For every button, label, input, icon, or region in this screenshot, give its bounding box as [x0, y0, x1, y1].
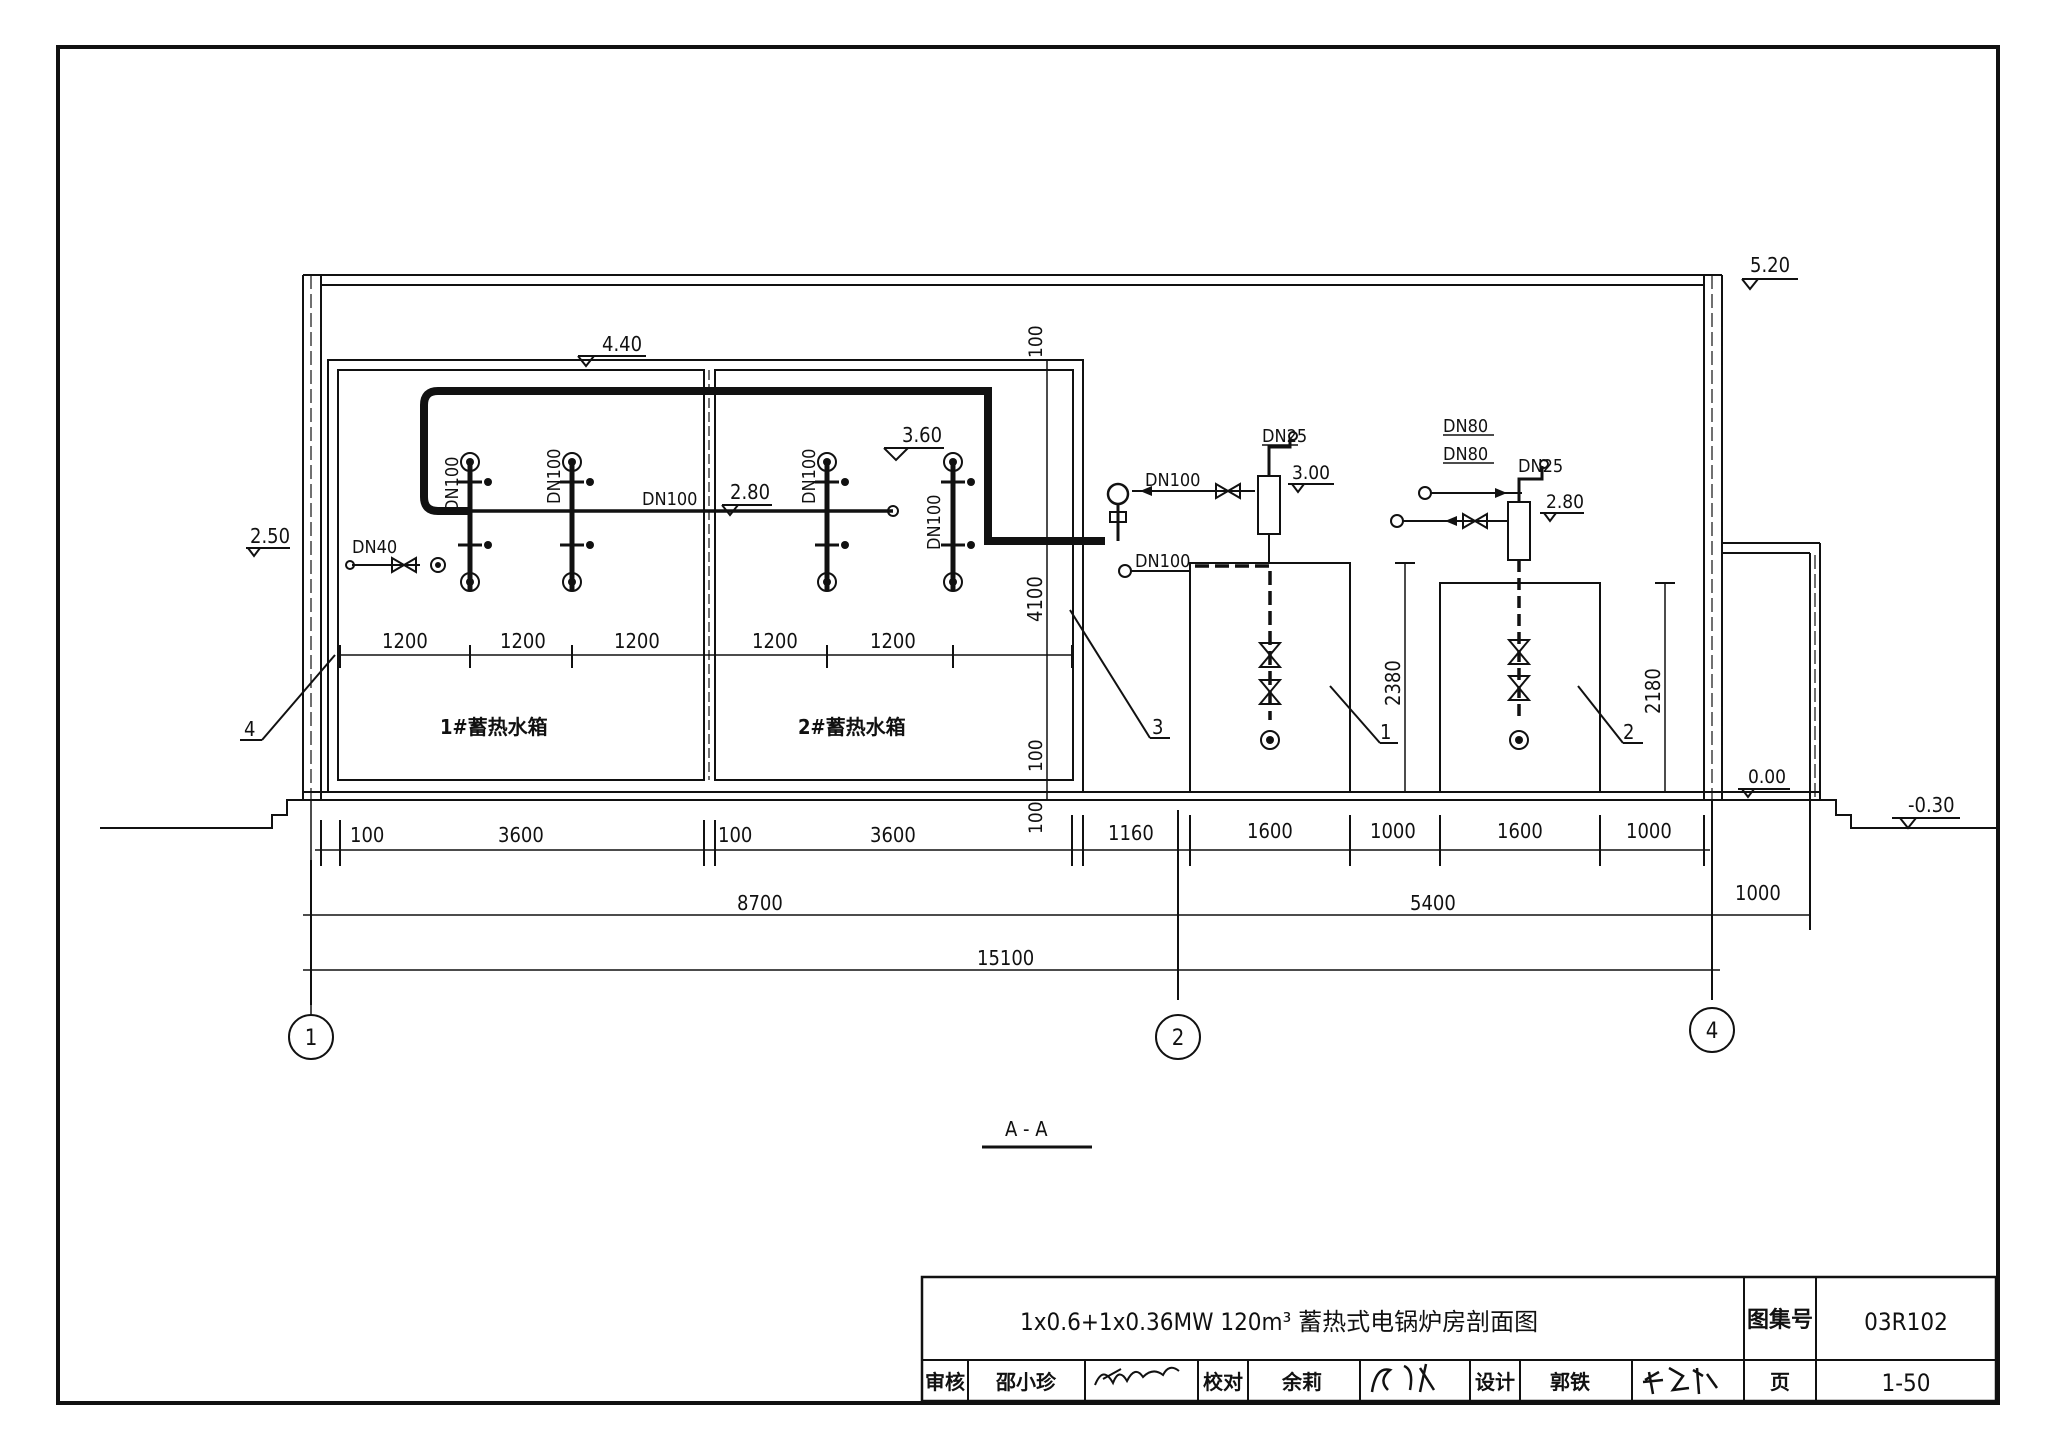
label-dn100-in: DN100	[1135, 551, 1191, 572]
label-dn100-out: DN100	[1145, 470, 1201, 491]
dim-1000-b: 1000	[1626, 819, 1672, 843]
designer-signature	[1642, 1366, 1719, 1395]
checker-signature	[1370, 1363, 1436, 1393]
label-dn100-v3: DN100	[799, 449, 820, 505]
dim-100-a: 100	[350, 823, 384, 847]
review-label: 审核	[925, 1370, 965, 1394]
page-label: 页	[1770, 1370, 1790, 1394]
callout-3: 3	[1152, 715, 1163, 739]
level-pipe-main: 2.80	[730, 480, 770, 504]
atlas-label: 图集号	[1747, 1307, 1813, 1333]
dim-8700: 8700	[737, 891, 783, 915]
label-dn40: DN40	[352, 537, 397, 558]
dim-v-100-top: 100	[1025, 325, 1047, 358]
check-label: 校对	[1203, 1370, 1243, 1394]
level-tank-top: 4.40	[602, 332, 642, 356]
callout-4: 4	[244, 717, 255, 741]
dim-v-2380: 2380	[1381, 660, 1405, 706]
label-dn100-v2: DN100	[544, 449, 565, 505]
dim-100-b: 100	[718, 823, 752, 847]
designer-name: 郭铁	[1550, 1370, 1590, 1394]
dim-1200-e: 1200	[870, 629, 916, 653]
dim-15100: 15100	[977, 946, 1034, 970]
label-dn100-v1: DN100	[442, 457, 463, 513]
axis-bubbles: 1 2 4	[288, 800, 1735, 1060]
pipe-labels: DN100 DN100 DN100 DN100 DN100 DN40 DN100…	[352, 416, 1563, 572]
level-left-wall: 2.50	[250, 524, 290, 548]
label-dn25-1: DN25	[1262, 426, 1307, 447]
dim-1200-c: 1200	[614, 629, 660, 653]
label-dn80-2: DN80	[1443, 444, 1488, 465]
checker-name: 余莉	[1281, 1370, 1322, 1394]
label-dn100-v4: DN100	[924, 495, 945, 551]
title-block: 1x0.6+1x0.36MW 120m³ 蓄热式电锅炉房剖面图 图集号 03R1…	[920, 1275, 1998, 1403]
dim-5400: 5400	[1410, 891, 1456, 915]
level-boiler1-pipe: 3.00	[1292, 462, 1330, 484]
section-title: A - A	[1005, 1117, 1048, 1141]
label-dn80-1: DN80	[1443, 416, 1488, 437]
level-roof: 5.20	[1750, 253, 1790, 277]
dim-1200-a: 1200	[382, 629, 428, 653]
dim-100-c: 100	[1025, 801, 1047, 834]
dim-3600-b: 3600	[870, 823, 916, 847]
reviewer-signature	[1094, 1366, 1180, 1386]
callout-2: 2	[1623, 720, 1634, 744]
dim-1200-d: 1200	[752, 629, 798, 653]
dim-1000-c: 1000	[1735, 881, 1781, 905]
tank-nozzle-columns	[458, 452, 975, 592]
page-number: 1-50	[1882, 1369, 1931, 1397]
label-dn100-main: DN100	[642, 489, 698, 510]
design-label: 设计	[1475, 1370, 1515, 1394]
dim-v-4100: 4100	[1023, 576, 1047, 622]
callout-1: 1	[1380, 720, 1391, 744]
dim-3600-a: 3600	[498, 823, 544, 847]
axis-2: 2	[1172, 1026, 1185, 1051]
callouts: 4 3 1 2	[240, 609, 1643, 744]
level-floor: 0.00	[1748, 766, 1786, 788]
axis-1: 1	[305, 1026, 318, 1051]
axis-4: 4	[1706, 1019, 1719, 1044]
dim-1200-b: 1200	[500, 629, 546, 653]
dimensions: 1200 1200 1200 1200 1200 100 3600 100 36…	[303, 325, 1811, 1005]
drawing-frame	[56, 45, 2000, 1405]
level-markers: 5.20 4.40 2.80 3.60 2.50 3.00 2.80 0.00 …	[246, 253, 1960, 830]
dim-1000-a: 1000	[1370, 819, 1416, 843]
piping	[345, 387, 1549, 750]
dim-1600-b: 1600	[1497, 819, 1543, 843]
level-pipe-upper: 3.60	[902, 423, 942, 447]
dim-v-100-bot: 100	[1025, 739, 1047, 772]
tank1-label: 1#蓄热水箱	[440, 715, 548, 739]
label-dn25-2: DN25	[1518, 456, 1563, 477]
dim-1600-a: 1600	[1247, 819, 1293, 843]
level-outside-ground: -0.30	[1908, 793, 1955, 817]
level-boiler2-pipe: 2.80	[1546, 491, 1584, 513]
title-block-title: 1x0.6+1x0.36MW 120m³ 蓄热式电锅炉房剖面图	[1020, 1308, 1538, 1336]
reviewer-name: 邵小珍	[995, 1370, 1057, 1394]
tank2-label: 2#蓄热水箱	[798, 715, 906, 739]
atlas-number: 03R102	[1864, 1308, 1948, 1336]
dim-v-2180: 2180	[1641, 668, 1665, 714]
dim-1160: 1160	[1108, 821, 1154, 845]
